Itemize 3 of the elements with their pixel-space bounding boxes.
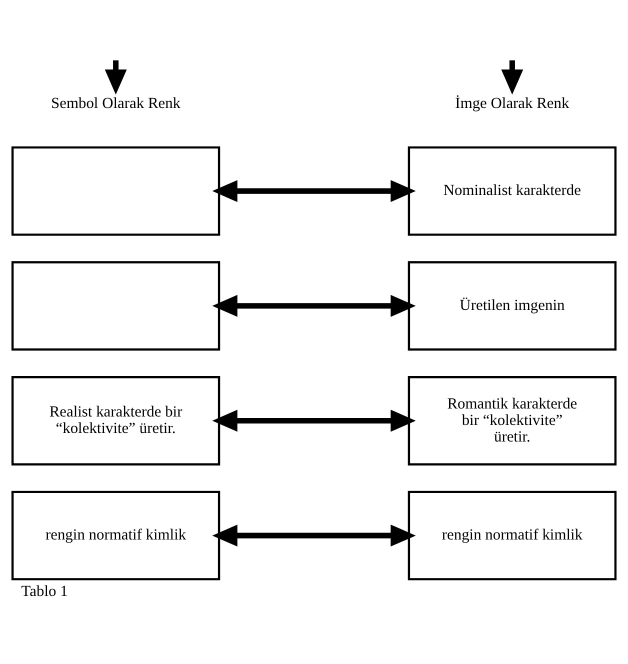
node-text: Sembol Olarak Renk	[51, 94, 181, 112]
caption: Tablo 1	[21, 582, 68, 600]
node-text: İmge Olarak Renk	[455, 94, 570, 112]
